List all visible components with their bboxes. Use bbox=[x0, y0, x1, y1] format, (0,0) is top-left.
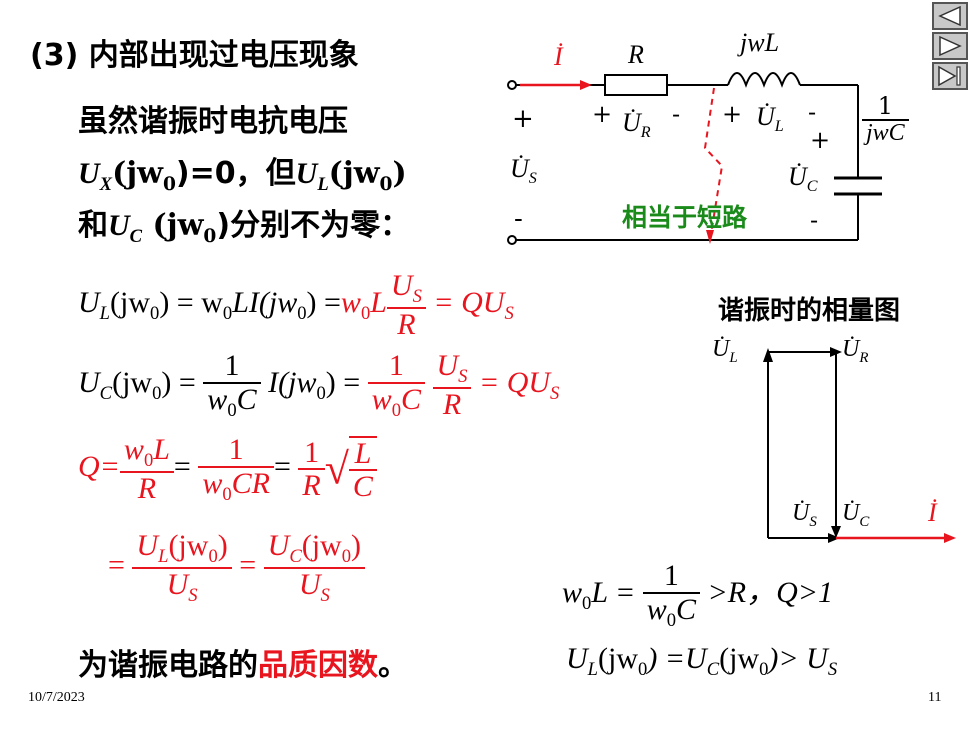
prev-slide-button[interactable] bbox=[932, 2, 968, 30]
text-line-3: 和UC (jw0)分别不为零： bbox=[78, 208, 411, 247]
phasor-diagram bbox=[763, 347, 956, 543]
ur-label: U̇R bbox=[622, 108, 651, 142]
phasor-ur-label: U̇R bbox=[842, 336, 869, 366]
uc-plus: + bbox=[810, 126, 831, 154]
ur-minus: - bbox=[672, 100, 681, 128]
uc-label: U̇C bbox=[788, 162, 818, 196]
ul-label: U̇L bbox=[756, 102, 784, 136]
phasor-ul-label: U̇L bbox=[712, 336, 738, 366]
inductor bbox=[727, 72, 801, 88]
resistor bbox=[604, 74, 668, 96]
ul-plus: + bbox=[722, 100, 743, 128]
us-minus: - bbox=[514, 204, 523, 234]
current-label: İ bbox=[554, 42, 563, 71]
ur-plus: + bbox=[592, 100, 613, 128]
phasor-uc-label: U̇C bbox=[842, 500, 870, 530]
slide-date: 10/7/2023 bbox=[28, 690, 85, 705]
equation-overvoltage: UL(jw0) =UC(jw0)> US bbox=[566, 642, 838, 680]
text-line-2: UX(jw0)=0，但UL(jw0) bbox=[78, 156, 407, 195]
last-slide-button[interactable] bbox=[932, 62, 968, 90]
triangle-right-icon bbox=[939, 35, 962, 57]
inductor-label: jwL bbox=[740, 28, 780, 57]
triangle-left-icon bbox=[938, 5, 961, 27]
slide-number: 11 bbox=[928, 690, 942, 705]
equation-q-ratio: = UL(jw0)US = UC(jw0)US bbox=[108, 530, 366, 605]
quality-factor-text: 为谐振电路的品质因数。 bbox=[78, 648, 408, 683]
us-plus: + bbox=[512, 104, 534, 134]
phasor-i-label: İ bbox=[928, 498, 937, 527]
next-slide-button[interactable] bbox=[932, 32, 968, 60]
skip-end-icon bbox=[938, 65, 961, 87]
slide-title: (3) 内部出现过电压现象 bbox=[30, 38, 359, 73]
series-rlc-circuit bbox=[507, 72, 882, 245]
uc-minus: - bbox=[810, 206, 819, 234]
resistor-label: R bbox=[628, 40, 644, 69]
phasor-title: 谐振时的相量图 bbox=[718, 296, 901, 326]
us-label: U̇S bbox=[510, 154, 537, 188]
text-line-1: 虽然谐振时电抗电压 bbox=[78, 104, 348, 139]
phasor-us-label: U̇S bbox=[792, 500, 817, 530]
ul-minus: - bbox=[808, 98, 817, 126]
short-circuit-label: 相当于短路 bbox=[622, 203, 748, 232]
